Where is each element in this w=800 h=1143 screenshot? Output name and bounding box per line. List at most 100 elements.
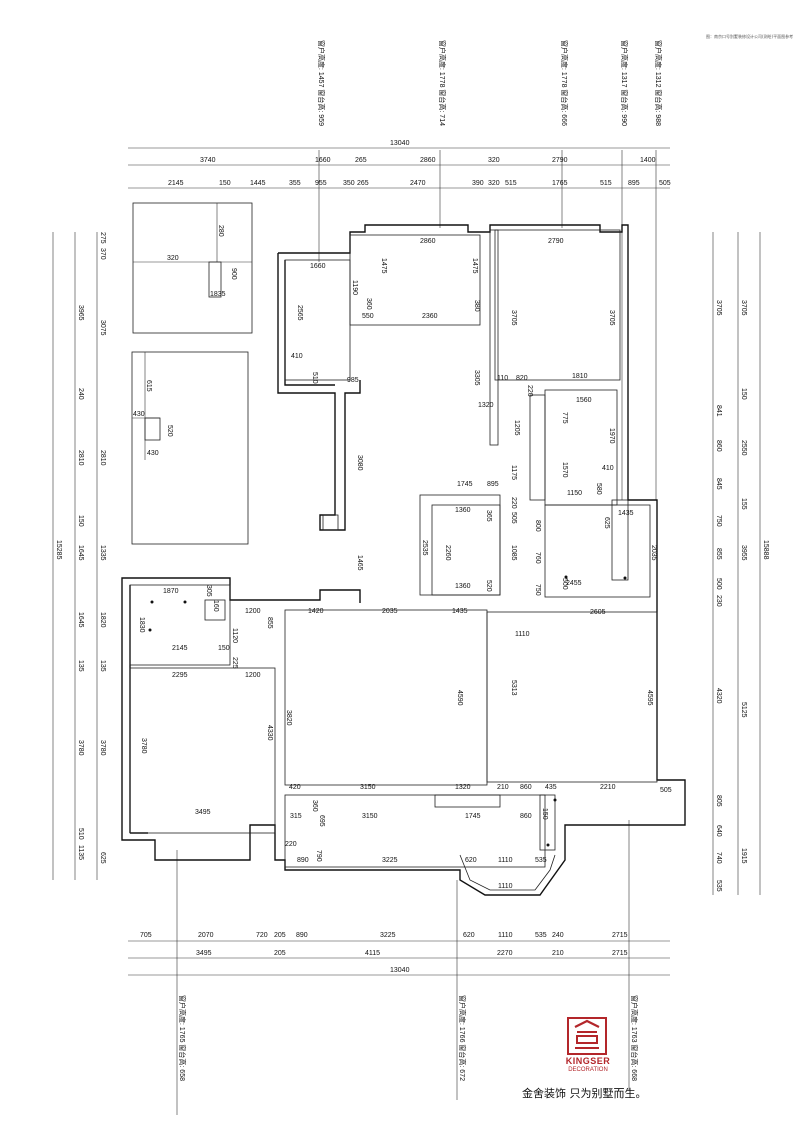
- dim-label: 155: [740, 498, 747, 510]
- dim-label: 3495: [195, 809, 211, 816]
- top-window-notes: 窗户高度: 1457 窗台高: 959 窗户高度: 1778 窗台高: 714 …: [317, 40, 663, 126]
- dim-label: 150: [219, 180, 231, 187]
- dim-label: 430: [133, 411, 145, 418]
- dim-label: 3075: [99, 320, 106, 336]
- dim-label: 3780: [77, 740, 84, 756]
- dim-label: 280: [217, 225, 224, 237]
- dim-label: 370: [99, 248, 106, 260]
- left-dimensions: 15285 3965 240 2810 150 1645 1645 135 37…: [52, 232, 106, 880]
- fixture-markers: [148, 575, 627, 847]
- dim-label: 5125: [740, 702, 747, 718]
- dim-label: 320: [488, 180, 500, 187]
- dim-label: 205: [274, 932, 286, 939]
- dim-label: 110: [497, 375, 508, 382]
- slogan: 金舍装饰 只为别墅而生。: [522, 1087, 647, 1100]
- dim-label: 420: [289, 784, 301, 791]
- dim-label: 265: [357, 180, 369, 187]
- dim-label: 15285: [55, 540, 62, 560]
- dim-label: 805: [715, 795, 722, 807]
- dim-label: 615: [145, 380, 152, 392]
- dim-label: 2260: [444, 545, 451, 561]
- dim-label: 2565: [296, 305, 303, 321]
- dim-label: 2605: [590, 609, 606, 616]
- dim-label: 380: [473, 300, 480, 312]
- dim-label: 760: [534, 552, 541, 564]
- dim-label: 1915: [740, 848, 747, 864]
- dim-label: 1970: [608, 428, 615, 444]
- dim-label: 2145: [172, 645, 188, 652]
- dim-label: 3150: [362, 813, 378, 820]
- dim-label: 1200: [245, 608, 261, 615]
- dim-label: 520: [166, 425, 173, 437]
- dim-label: 2145: [168, 180, 184, 187]
- dim-label: 1320: [455, 784, 471, 791]
- dim-label: 1475: [380, 258, 387, 274]
- dim-label: 705: [140, 932, 152, 939]
- dim-label: 2810: [77, 450, 84, 466]
- dim-label: 1465: [356, 555, 363, 571]
- dim-label: 2295: [172, 672, 188, 679]
- dim-label: 360: [311, 800, 318, 812]
- dim-label: 220: [510, 497, 517, 509]
- dim-label: 2270: [497, 950, 513, 957]
- room-dimension-labels: 1660 2860 2790 1475 1475 1190 360 550 23…: [138, 238, 672, 890]
- dim-label: 5313: [510, 680, 517, 696]
- dim-label: 1190: [351, 280, 358, 295]
- dim-label: 1420: [308, 608, 324, 615]
- dim-label: 210: [552, 950, 564, 957]
- dim-label: 535: [535, 932, 547, 939]
- dim-label: 640: [715, 825, 722, 837]
- interior-walls: [129, 229, 658, 891]
- dim-label: 3225: [382, 857, 398, 864]
- dim-label: 800: [534, 520, 541, 532]
- dim-label: 2455: [566, 580, 582, 587]
- window-note: 窗户高度: 1317 窗台高: 990: [620, 40, 629, 126]
- logo-mark-icon: [574, 1019, 600, 1049]
- dim-label: 955: [315, 180, 327, 187]
- bottom-window-notes: 窗户高度: 1765 窗台高: 658 窗户高度: 1766 窗台高: 672 …: [178, 995, 639, 1081]
- dim-label: 620: [465, 857, 477, 864]
- dim-label: 985: [347, 377, 359, 384]
- dim-label: 860: [520, 784, 532, 791]
- dim-label: 1645: [77, 612, 84, 628]
- dim-label: 135: [77, 660, 84, 672]
- dim-label: 1660: [310, 263, 326, 270]
- dim-label: 1820: [99, 612, 106, 628]
- dim-label: 890: [297, 857, 309, 864]
- dim-label: 505: [660, 787, 672, 794]
- dim-label: 1445: [250, 180, 266, 187]
- dim-label: 3740: [200, 157, 216, 164]
- dim-label: 265: [355, 157, 367, 164]
- logo-sub-text: DECORATION: [568, 1067, 608, 1073]
- dim-label: 225: [231, 657, 238, 669]
- window-note: 窗户高度: 1778 窗台高: 714: [438, 40, 447, 126]
- dim-label: 2860: [420, 238, 436, 245]
- dim-label: 2715: [612, 932, 628, 939]
- dim-label: 505: [510, 512, 517, 524]
- dim-label: 430: [147, 450, 159, 457]
- dim-label: 355: [289, 180, 301, 187]
- dim-label: 3780: [99, 740, 106, 756]
- dim-label: 695: [318, 815, 325, 827]
- dim-label: 3705: [715, 300, 722, 316]
- dim-label: 860: [520, 813, 532, 820]
- window-note: 窗户高度: 1778 窗台高: 666: [560, 40, 569, 126]
- dim-label: 320: [488, 157, 500, 164]
- window-note: 窗户高度: 1763 窗台高: 668: [630, 995, 639, 1081]
- dim-label: 505: [659, 180, 671, 187]
- dim-label: 515: [505, 180, 517, 187]
- dim-label: 275: [99, 232, 106, 244]
- dim-label: 1110: [498, 932, 513, 939]
- dim-label: 2860: [420, 157, 436, 164]
- dim-label: 1110: [498, 857, 513, 864]
- dim-label: 720: [256, 932, 268, 939]
- dim-label: 2810: [99, 450, 106, 466]
- dim-label: 160: [212, 600, 219, 612]
- dim-label: 1175: [510, 465, 517, 480]
- dim-label: 855: [266, 617, 273, 629]
- dim-label: 220: [285, 841, 297, 848]
- dim-label: 750: [534, 584, 541, 596]
- window-note: 窗户高度: 1312 窗台高: 988: [654, 40, 663, 126]
- dim-label: 1135: [77, 845, 84, 860]
